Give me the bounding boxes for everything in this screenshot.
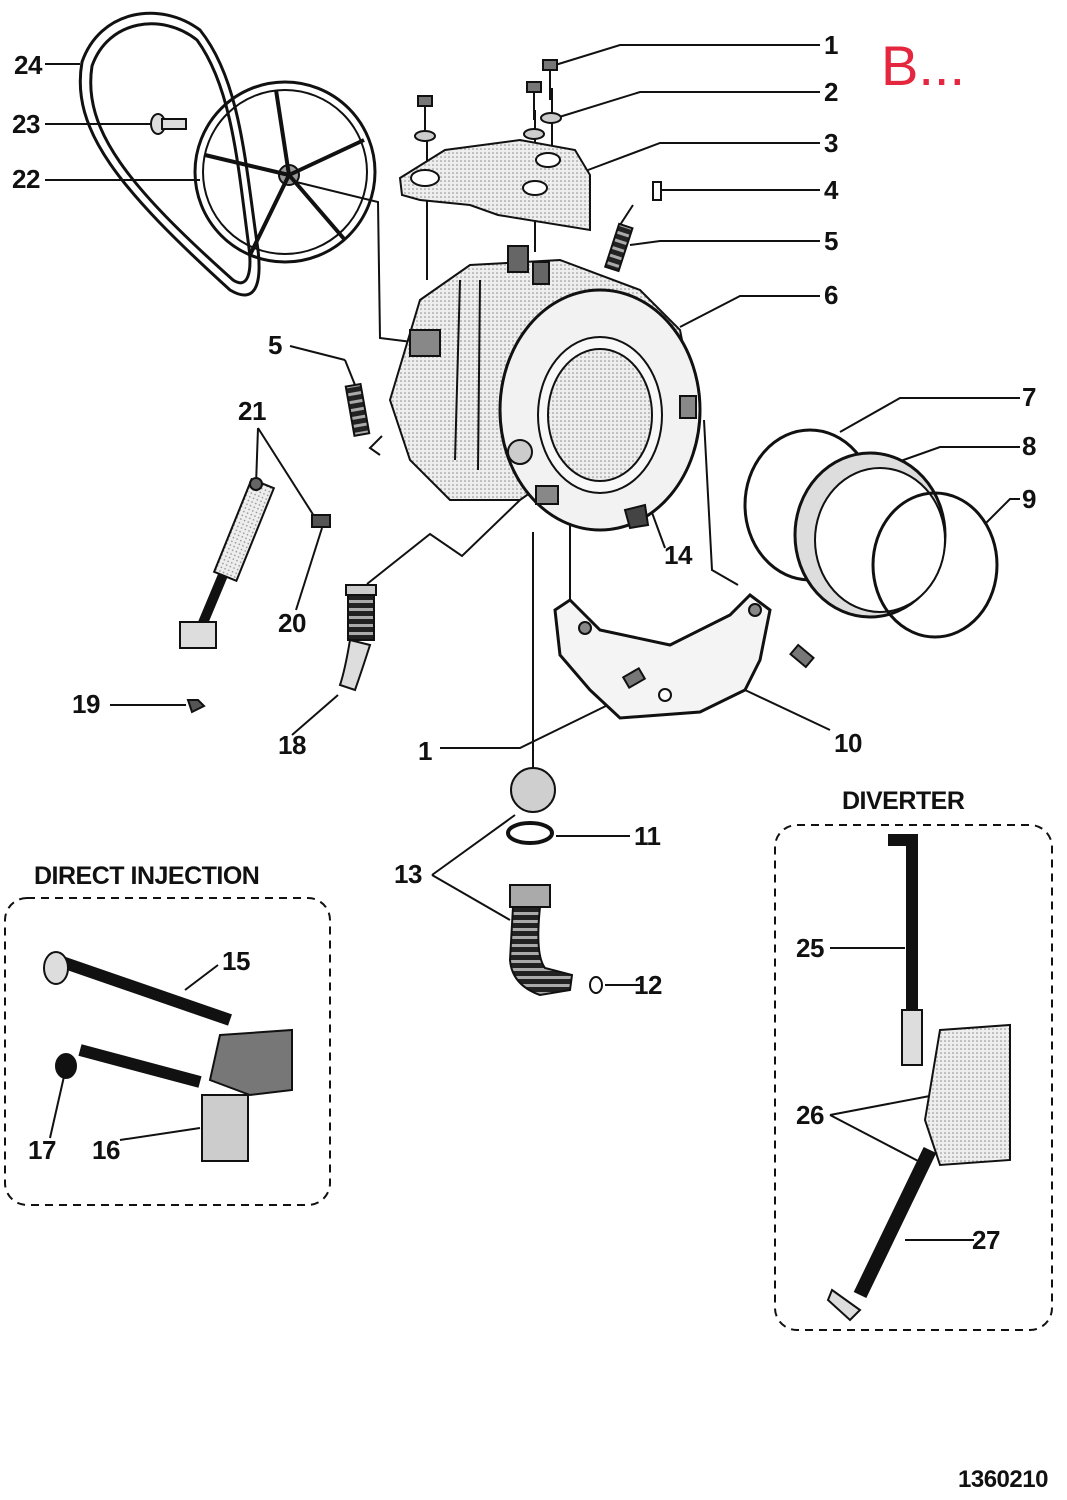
callout-label: 5	[824, 226, 838, 256]
direct-injection-title: DIRECT INJECTION	[34, 862, 260, 890]
document-number: 1360210	[958, 1466, 1048, 1493]
callout-label: 2	[824, 77, 838, 107]
top-bracket	[398, 138, 591, 232]
corner-badge: B...	[881, 34, 966, 97]
side-spring	[344, 359, 371, 437]
drain-ball	[510, 767, 556, 813]
callout-label: 11	[634, 821, 661, 851]
diverter-box	[774, 824, 1053, 1331]
callout-label: 17	[28, 1135, 56, 1165]
diverter-title: DIVERTER	[842, 787, 965, 815]
callout-label: 6	[824, 280, 838, 310]
callout-label: 3	[824, 128, 838, 158]
callout-label: 12	[634, 970, 662, 1000]
callout-label: 19	[72, 689, 100, 719]
callout-label: 24	[14, 50, 42, 80]
callout-label: 5	[268, 330, 282, 360]
top-spring	[603, 204, 634, 273]
callout-label: 22	[12, 164, 40, 194]
diverter-parts	[826, 834, 1011, 1322]
shock-clip	[186, 699, 206, 714]
callout-label: 8	[1022, 431, 1036, 461]
callout-label: 13	[394, 859, 422, 889]
callout-label: 4	[824, 175, 838, 205]
clamp	[506, 821, 554, 845]
callout-label: 16	[92, 1135, 120, 1165]
shock-pin	[311, 514, 331, 528]
clip	[652, 181, 662, 201]
callout-label: 1	[824, 30, 838, 60]
callout-label: 10	[834, 728, 862, 758]
callout-label: 23	[12, 109, 40, 139]
callout-label: 15	[222, 946, 250, 976]
callout-label: 27	[972, 1225, 1000, 1255]
drive-belt	[78, 11, 261, 297]
tub-assembly	[388, 245, 702, 532]
door-gasket-parts	[743, 428, 999, 639]
callout-label: 7	[1022, 382, 1036, 412]
drain-hose	[508, 884, 574, 997]
pulley	[193, 80, 377, 264]
tub-stopper	[623, 503, 650, 530]
top-bolts	[414, 59, 562, 142]
direct-injection-box	[4, 897, 331, 1206]
small-clamp	[589, 976, 603, 994]
callout-label: 26	[796, 1100, 824, 1130]
bellows-hose	[338, 584, 377, 692]
callout-label: 20	[278, 608, 306, 638]
callout-label: 1	[418, 736, 432, 766]
callout-label: 14	[664, 540, 692, 570]
pulley-bolt	[150, 113, 187, 135]
callout-label: 18	[278, 730, 306, 760]
direct-injection-parts	[43, 951, 293, 1162]
counterweight	[553, 593, 815, 720]
callout-label: 21	[238, 396, 266, 426]
callout-label: 9	[1022, 484, 1036, 514]
shock-absorber	[179, 477, 276, 649]
callout-label: 25	[796, 933, 824, 963]
